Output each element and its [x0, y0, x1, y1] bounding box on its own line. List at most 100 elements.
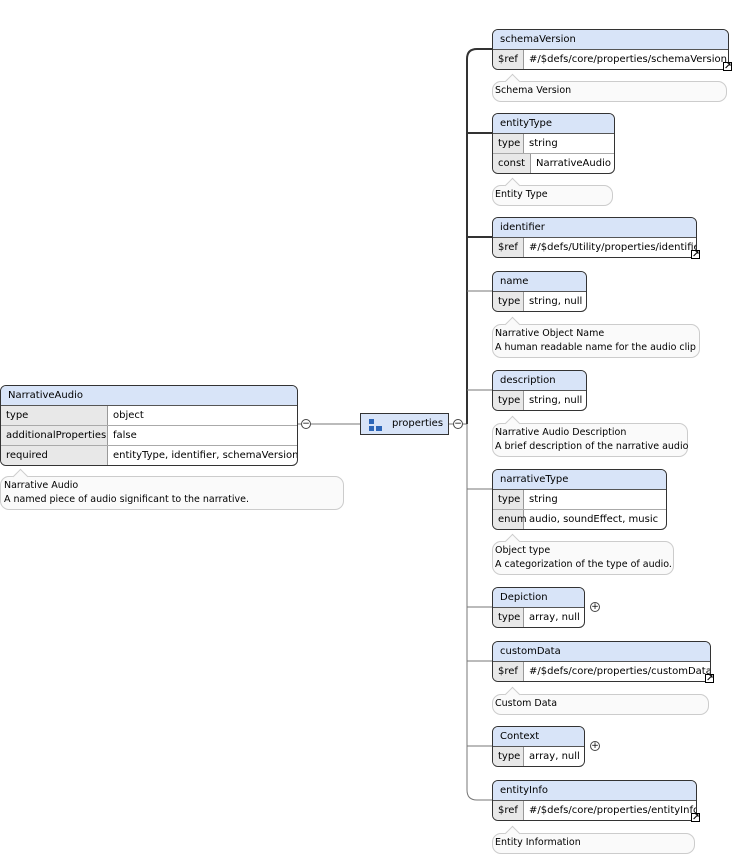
property-row-key: $ref [493, 238, 524, 257]
property-row-value: #/$defs/Utility/properties/identifier [529, 242, 697, 253]
property-row-key: type [493, 391, 524, 410]
property-title: entityInfo [493, 781, 696, 801]
property-description-note: Entity Type [492, 185, 613, 206]
note-line: A categorization of the type of audio. [495, 559, 672, 570]
external-link-icon[interactable]: ↗ [705, 674, 714, 684]
note-line: Schema Version [495, 85, 572, 96]
root-row-value: false [113, 430, 137, 441]
property-description-note: Entity Information [492, 833, 695, 854]
property-row: type string [493, 134, 614, 154]
property-row-value: #/$defs/core/properties/schemaVersion [529, 54, 727, 65]
note-line: Entity Type [495, 189, 548, 200]
root-note-line: Narrative Audio [4, 480, 79, 491]
property-row: const NarrativeAudio [493, 154, 614, 173]
property-row-value: string, null [529, 296, 583, 307]
property-title: customData [493, 642, 710, 662]
property-row: type string, null [493, 391, 586, 410]
property-row: type array, null [493, 608, 584, 627]
property-row-key: $ref [493, 50, 524, 69]
property-description-note: Narrative Object Name A human readable na… [492, 324, 700, 358]
properties-node[interactable]: properties [360, 413, 449, 435]
property-row-key: type [493, 134, 524, 153]
property-node-customdata[interactable]: customData$ref #/$defs/core/properties/cu… [492, 641, 711, 682]
root-row-value: object [113, 410, 144, 421]
external-link-icon[interactable]: ↗ [723, 62, 732, 72]
root-node-title: NarrativeAudio [1, 386, 297, 406]
note-line: Custom Data [495, 698, 558, 709]
property-row-key: enum [493, 510, 527, 529]
property-title: identifier [493, 218, 696, 238]
root-description-note: Narrative Audio A named piece of audio s… [0, 476, 344, 510]
property-row-value: array, null [529, 751, 580, 762]
property-row-key: const [493, 154, 531, 173]
root-row-additionalproperties: additionalProperties false [1, 426, 297, 446]
property-row-key: type [493, 490, 524, 509]
property-row-value: #/$defs/core/properties/entityInfo [529, 805, 697, 816]
root-row-key: additionalProperties [1, 426, 108, 445]
property-row: type string [493, 490, 666, 510]
wire-curve-bottom [466, 789, 478, 801]
property-row-value: string [529, 138, 558, 149]
property-row-value: array, null [529, 612, 580, 623]
property-row-value: NarrativeAudio [536, 158, 611, 169]
property-title: schemaVersion [493, 30, 728, 50]
property-node-entityinfo[interactable]: entityInfo$ref #/$defs/core/properties/en… [492, 780, 697, 821]
root-note-line: A named piece of audio significant to th… [4, 494, 250, 505]
property-row: $ref #/$defs/core/properties/schemaVersio… [493, 50, 728, 69]
property-row: type array, null [493, 747, 584, 766]
note-line: A human readable name for the audio clip [495, 342, 696, 353]
property-row: $ref #/$defs/Utility/properties/identifie… [493, 238, 696, 257]
property-description-note: Narrative Audio Description A brief descr… [492, 423, 688, 457]
note-line: Narrative Audio Description [495, 427, 627, 438]
wire-curve-top [466, 48, 478, 60]
property-title: entityType [493, 114, 614, 134]
note-line: Entity Information [495, 837, 581, 848]
property-row-value: #/$defs/core/properties/customData [529, 666, 711, 677]
property-row: $ref #/$defs/core/properties/customData [493, 662, 710, 681]
property-node-schemaversion[interactable]: schemaVersion$ref #/$defs/core/properties… [492, 29, 729, 70]
property-title: Depiction [493, 588, 584, 608]
property-row-value: string [529, 494, 558, 505]
note-line: Narrative Object Name [495, 328, 605, 339]
property-title: name [493, 272, 586, 292]
root-row-value: entityType, identifier, schemaVersion [113, 450, 298, 461]
root-collapse-toggle[interactable]: − [301, 419, 311, 429]
root-row-required: required entityType, identifier, schemaV… [1, 446, 297, 465]
external-link-icon[interactable]: ↗ [691, 813, 700, 823]
property-description-note: Schema Version [492, 81, 727, 102]
property-title: description [493, 371, 586, 391]
properties-label: properties [392, 418, 444, 429]
property-row-value: audio, soundEffect, music [529, 514, 659, 525]
property-title: narrativeType [493, 470, 666, 490]
property-row-key: type [493, 292, 524, 311]
property-row: $ref #/$defs/core/properties/entityInfo [493, 801, 696, 820]
property-row-key: type [493, 747, 524, 766]
root-row-type: type object [1, 406, 297, 426]
properties-icon [369, 419, 382, 431]
expand-toggle[interactable]: + [590, 602, 600, 612]
property-row-key: $ref [493, 801, 524, 820]
expand-toggle[interactable]: + [590, 741, 600, 751]
root-node-narrativeaudio[interactable]: NarrativeAudio type object additionalPro… [0, 385, 298, 466]
property-node-identifier[interactable]: identifier$ref #/$defs/Utility/properties… [492, 217, 697, 258]
property-description-note: Custom Data [492, 694, 709, 715]
property-row: type string, null [493, 292, 586, 311]
external-link-icon[interactable]: ↗ [691, 250, 700, 260]
properties-collapse-toggle[interactable]: − [453, 419, 463, 429]
property-row-value: string, null [529, 395, 583, 406]
root-row-key: required [1, 446, 108, 465]
note-line: A brief description of the narrative aud… [495, 441, 689, 452]
property-row-key: $ref [493, 662, 524, 681]
root-row-key: type [1, 406, 108, 425]
property-row-key: type [493, 608, 524, 627]
property-title: Context [493, 727, 584, 747]
